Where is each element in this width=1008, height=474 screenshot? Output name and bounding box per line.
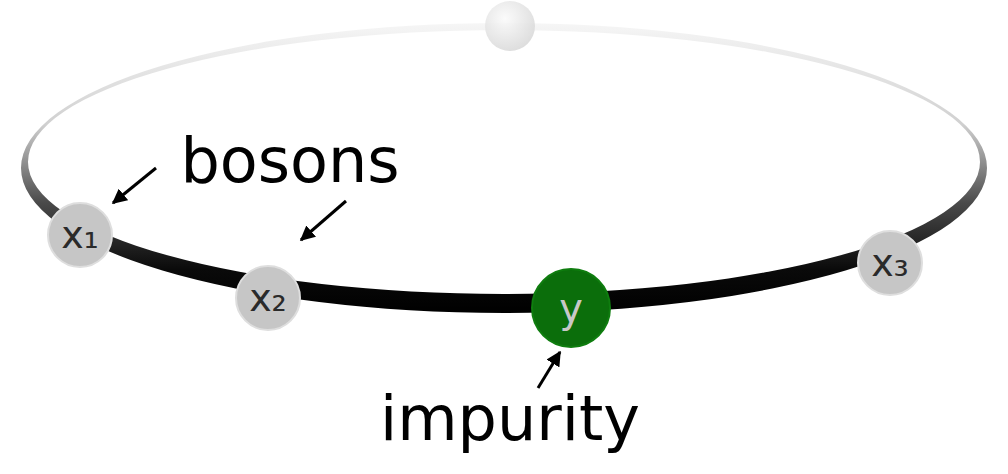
leader-arrow: [538, 352, 560, 388]
leader-arrow: [113, 168, 156, 203]
impurity-circle: y: [531, 268, 611, 348]
particle-label: x₁: [61, 216, 99, 254]
ring: [21, 23, 987, 313]
particle-label: x₂: [249, 279, 287, 317]
boson-circle: x₃: [857, 230, 923, 296]
leader-arrow: [301, 201, 346, 240]
boson-circle: x₁: [47, 202, 113, 268]
boson-circle: x₂: [235, 265, 301, 331]
callout-label: impurity: [380, 388, 640, 450]
faded-ball: [485, 1, 535, 51]
particle-label: x₃: [871, 244, 909, 282]
callout-label: bosons: [180, 130, 399, 192]
particle-label: y: [559, 288, 583, 328]
